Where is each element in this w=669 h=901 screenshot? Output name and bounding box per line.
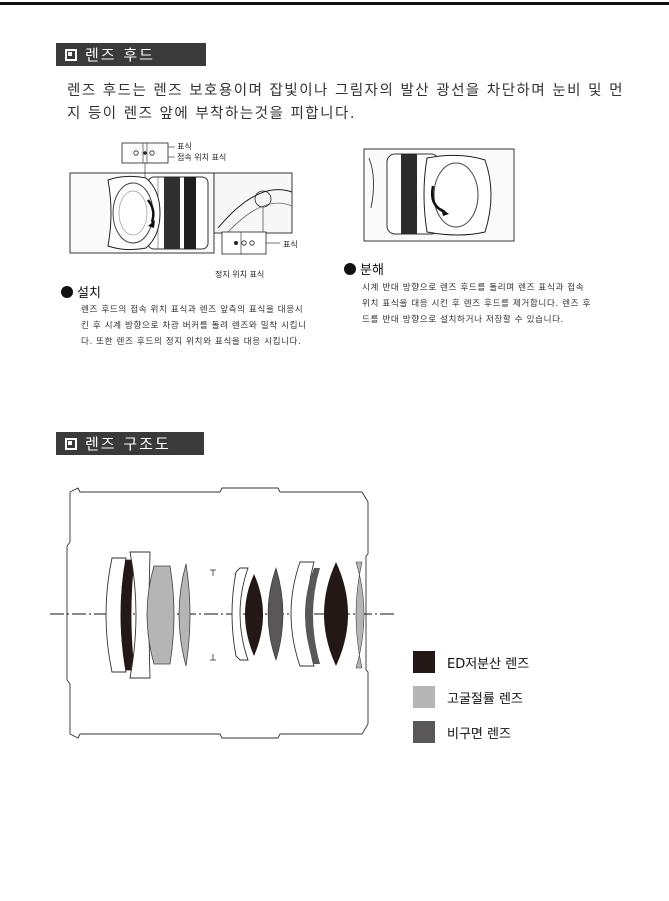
install-heading: 설치 xyxy=(61,282,101,301)
bullet-icon xyxy=(344,262,356,275)
legend-label: 고굴절률 렌즈 xyxy=(447,691,523,707)
legend-item-high-refraction: 고굴절률 렌즈 xyxy=(413,686,523,708)
section-header-lens-hood: 렌즈 후드 xyxy=(56,43,206,66)
label-mark: 표식 xyxy=(177,142,192,151)
legend-swatch xyxy=(413,721,435,743)
section-square-icon xyxy=(65,48,77,61)
hood-remove-figure xyxy=(363,148,515,242)
legend-item-ed: ED저분산 렌즈 xyxy=(413,651,529,673)
label-stop-mark: 정지 위치 표식 xyxy=(215,270,265,279)
hood-install-figure xyxy=(69,142,293,255)
intro-text: 렌즈 후드는 렌즈 보호용이며 잡빛이나 그림자의 발산 광선을 차단하며 눈비… xyxy=(67,83,624,122)
legend-label: ED저분산 렌즈 xyxy=(447,656,530,672)
legend-swatch xyxy=(413,686,435,708)
section-header-lens-structure: 렌즈 구조도 xyxy=(56,432,204,455)
install-text: 렌즈 후드의 접속 위치 표식과 렌즈 앞측의 표식을 대응시킨 후 시계 방향… xyxy=(81,305,307,347)
legend-item-aspherical: 비구면 렌즈 xyxy=(413,721,511,743)
remove-heading-label: 분해 xyxy=(360,263,384,278)
lens-structure-diagram xyxy=(50,487,394,739)
remove-heading: 분해 xyxy=(344,259,384,278)
bullet-icon xyxy=(61,285,73,298)
label-contact-mark: 접속 위치 표식 xyxy=(177,153,227,162)
section-square-icon xyxy=(65,437,77,450)
legend-swatch xyxy=(413,651,435,673)
remove-text: 시계 반대 방향으로 렌즈 후드를 돌리며 렌즈 표식과 접속 위치 표식을 대… xyxy=(362,283,591,325)
top-rule xyxy=(0,2,669,5)
section-title: 렌즈 후드 xyxy=(85,46,155,64)
label-mark-right: 표식 xyxy=(283,240,298,249)
legend-label: 비구면 렌즈 xyxy=(447,726,511,742)
section-title: 렌즈 구조도 xyxy=(85,435,171,453)
install-heading-label: 설치 xyxy=(77,286,101,301)
